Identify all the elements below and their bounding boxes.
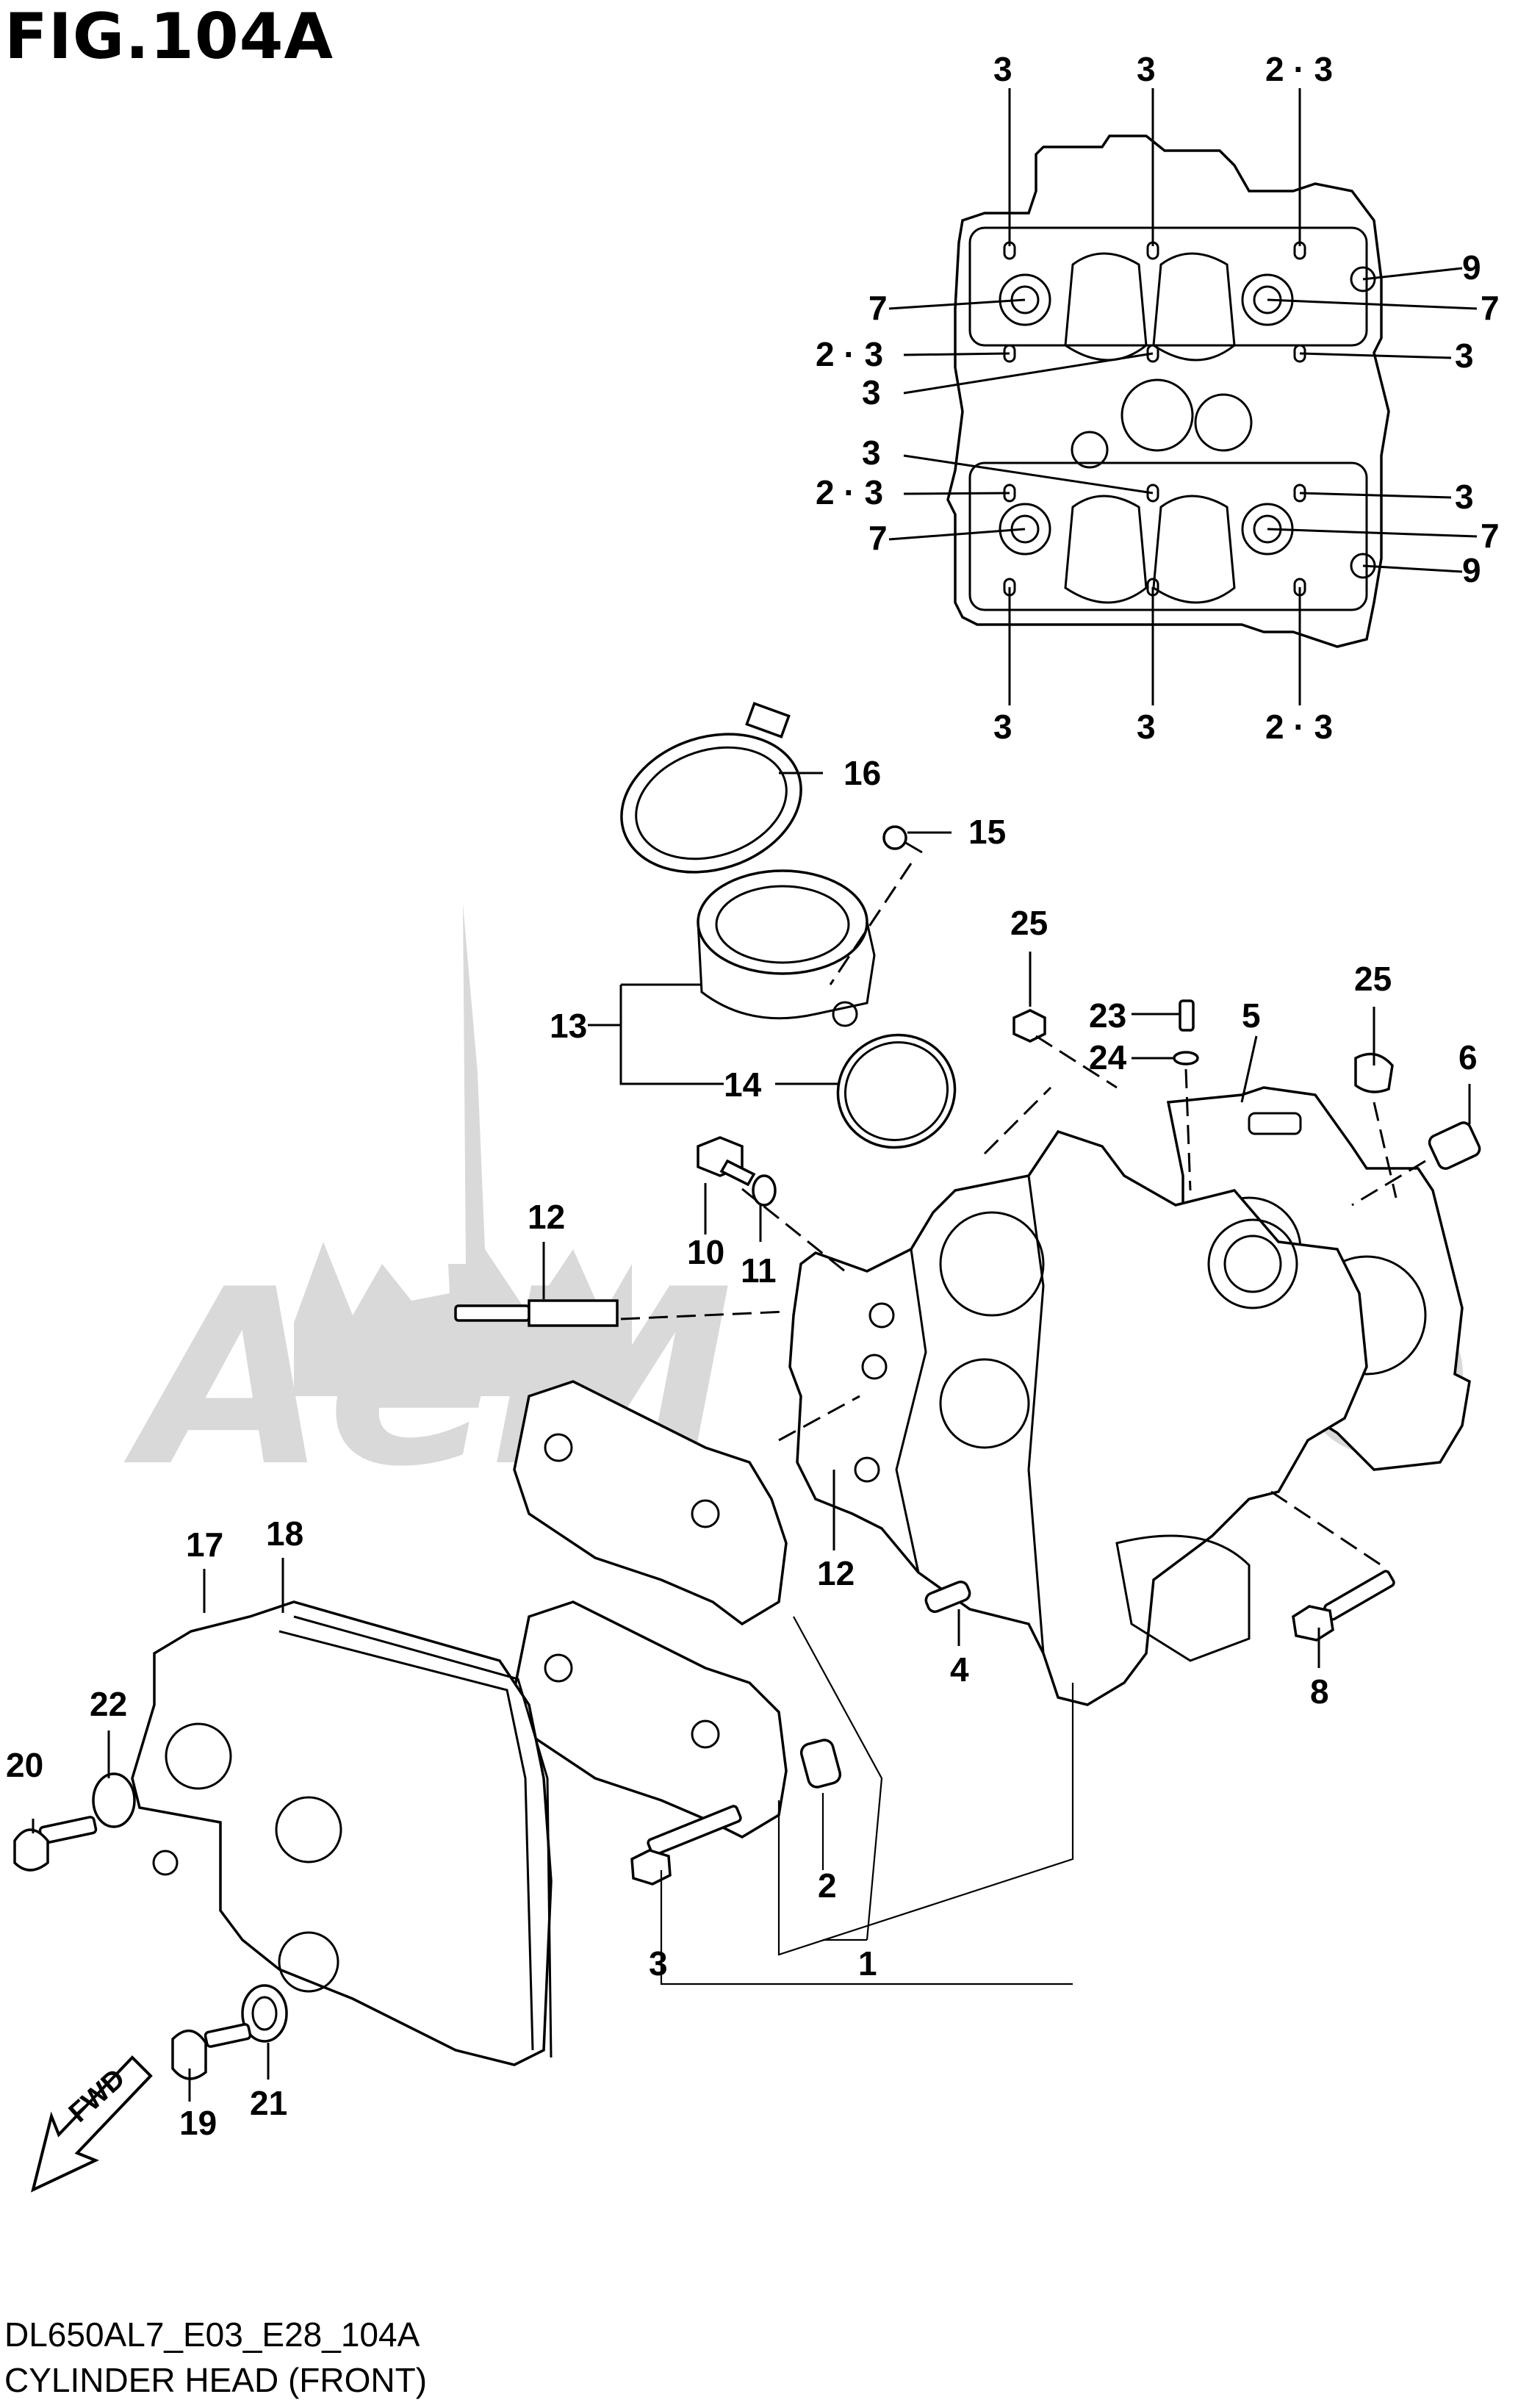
part-6-dowel [1428, 1121, 1481, 1170]
part-23-24-jet-and-seal [1173, 999, 1199, 1065]
callout-17: 17 [186, 1525, 223, 1564]
callout-3: 3 [862, 434, 881, 472]
callout-6: 6 [1458, 1038, 1478, 1077]
callout-7: 7 [868, 289, 888, 327]
part-2-dowel-part-3-bolt [630, 1739, 842, 1886]
callout-2-3: 2 · 3 [1265, 50, 1333, 88]
callout-14: 14 [724, 1065, 762, 1104]
callout-25: 25 [1010, 904, 1048, 942]
part-10-11-bolt-washer [697, 1136, 777, 1207]
part-8-bolt [1292, 1570, 1395, 1642]
part-13-intake-pipe [697, 869, 876, 1027]
callout-16: 16 [843, 754, 881, 792]
callout-7: 7 [1481, 517, 1500, 555]
callout-22: 22 [90, 1685, 127, 1723]
callout-3: 3 [993, 708, 1012, 746]
callout-9: 9 [1462, 551, 1481, 589]
callout-3: 3 [862, 373, 881, 411]
assembly-bracket-lines [660, 1616, 1074, 1985]
callout-3: 3 [1455, 337, 1474, 375]
part-4-guide [924, 1580, 971, 1614]
callout-2-3: 2 · 3 [816, 335, 883, 373]
callout-12: 12 [528, 1198, 565, 1236]
callout-3: 3 [649, 1944, 668, 1983]
callout-3: 3 [1455, 478, 1474, 516]
exploded-leaders [32, 772, 1471, 2102]
figure-title: FIG.104A [4, 0, 334, 73]
part-16-clamp [620, 702, 802, 874]
callout-23: 23 [1089, 996, 1126, 1035]
callout-13: 13 [550, 1007, 587, 1045]
callout-8: 8 [1310, 1672, 1329, 1711]
callout-20: 20 [6, 1746, 43, 1784]
figure-caption: CYLINDER HEAD (FRONT) [4, 2361, 428, 2399]
callout-25: 25 [1354, 960, 1392, 998]
callout-labels: 3 3 2 · 3 9 7 3 3 7 9 7 2 · 3 3 3 2 · 3 … [6, 50, 1500, 2142]
callout-7: 7 [868, 519, 888, 557]
part-25-plugs [1012, 1009, 1394, 1093]
part-1-cylinder-head [788, 1129, 1368, 1706]
callout-5: 5 [1242, 996, 1261, 1035]
callout-1: 1 [858, 1944, 877, 1983]
callout-2-3: 2 · 3 [816, 473, 883, 511]
fwd-arrow: FWD [31, 2055, 153, 2193]
model-code-label: DL650AL7_E03_E28_104A [4, 2315, 420, 2354]
callout-19: 19 [179, 2104, 217, 2142]
part-19-22-cover-fasteners [13, 1772, 288, 2080]
callout-3: 3 [1137, 708, 1156, 746]
part-14-o-ring [836, 1033, 957, 1149]
alignment-lines [620, 863, 1426, 1567]
callout-24: 24 [1089, 1038, 1127, 1077]
callout-2-3: 2 · 3 [1265, 708, 1333, 746]
callout-11: 11 [741, 1251, 777, 1290]
cylinder-head-top-view [946, 134, 1390, 648]
callout-2: 2 [818, 1866, 837, 1905]
callout-12: 12 [817, 1554, 855, 1592]
callout-3: 3 [993, 50, 1012, 88]
callout-7: 7 [1481, 289, 1500, 327]
callout-9: 9 [1462, 248, 1481, 287]
callout-4: 4 [950, 1650, 969, 1689]
callout-10: 10 [687, 1233, 724, 1271]
part-15-screw [882, 825, 923, 854]
callout-15: 15 [968, 813, 1006, 851]
top-view-leaders [888, 88, 1478, 705]
part-17-18-cover-and-gasket [131, 1600, 553, 2066]
callout-18: 18 [266, 1514, 303, 1553]
callout-3: 3 [1137, 50, 1156, 88]
camshaft-holders [513, 1380, 788, 1839]
callout-21: 21 [250, 2084, 287, 2122]
